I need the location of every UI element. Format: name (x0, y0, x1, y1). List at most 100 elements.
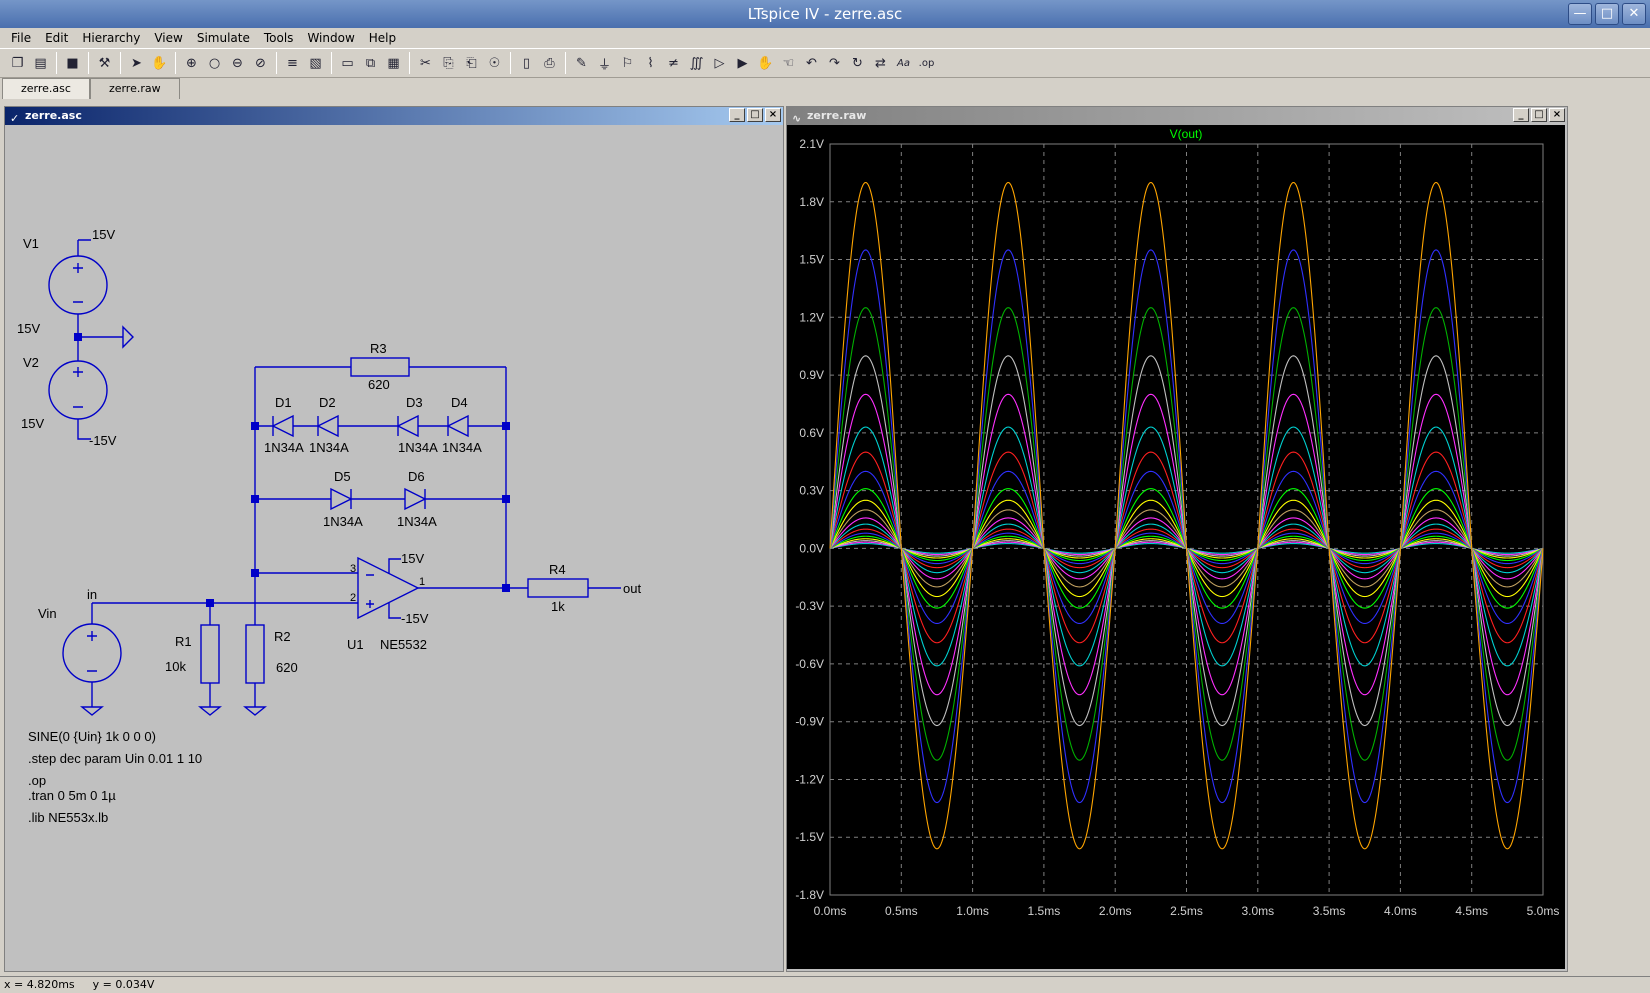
waveform-close-button[interactable]: × (1549, 108, 1565, 122)
op-directive[interactable]: .op (28, 773, 46, 788)
save-icon[interactable]: ■ (66, 55, 79, 71)
source-directive[interactable]: SINE(0 {Uin} 1k 0 0 0) (28, 729, 156, 744)
menu-edit[interactable]: Edit (45, 31, 69, 45)
trace-label-vout[interactable]: V(out) (1170, 127, 1203, 141)
v1-pos-node: 15V (92, 227, 115, 242)
autorange-icon[interactable]: ≡ (287, 55, 298, 71)
zoom-fit-icon[interactable]: ⊘ (255, 55, 266, 71)
page-setup-icon[interactable]: ▯ (522, 55, 531, 71)
resistor-icon[interactable]: ⌇ (647, 55, 654, 71)
copy-icon[interactable]: ⎘ (443, 55, 454, 71)
schematic-minimize-button[interactable]: _ (729, 108, 745, 122)
d4-model: 1N34A (442, 440, 482, 455)
d5-model: 1N34A (323, 514, 363, 529)
find-icon[interactable]: ☉ (488, 55, 501, 71)
d2-label: D2 (319, 395, 336, 410)
menu-file[interactable]: File (11, 31, 32, 45)
drag-icon[interactable]: ☜ (782, 55, 795, 71)
zoom-back-icon[interactable]: ▧ (309, 55, 322, 71)
window-title: LTspice IV - zerre.asc (747, 5, 903, 23)
out-node-label: out (623, 581, 641, 596)
opamp-pin1: 1 (419, 576, 425, 588)
menu-window[interactable]: Window (307, 31, 355, 45)
rotate-icon[interactable]: ↻ (852, 55, 863, 71)
in-node-label: in (87, 587, 97, 602)
y-tick-labels: 2.1V1.8V1.5V1.2V0.9V0.6V0.3V0.0V-0.3V-0.… (795, 137, 824, 902)
zoom-area-icon[interactable]: ○ (208, 55, 221, 71)
tile-icon[interactable]: ▦ (387, 55, 400, 71)
tran-directive[interactable]: .tran 0 5m 0 1µ (28, 788, 116, 803)
maximize-button[interactable]: □ (1595, 3, 1619, 25)
v2-label: V2 (23, 355, 39, 370)
x-tick-label: 5.0ms (1527, 904, 1560, 918)
r1-label: R1 (175, 634, 192, 649)
waveform-minimize-button[interactable]: _ (1513, 108, 1529, 122)
waveform-plot[interactable]: 2.1V1.8V1.5V1.2V0.9V0.6V0.3V0.0V-0.3V-0.… (787, 125, 1565, 969)
ground-icon[interactable]: ⏚ (597, 57, 611, 73)
toolbar-separator (88, 52, 89, 74)
toolbar-separator (276, 52, 277, 74)
run-icon[interactable]: ➤ (131, 55, 142, 71)
y-tick-label: -0.9V (795, 715, 824, 729)
opamp-neg-supply: -15V (401, 611, 429, 626)
plot-grid (829, 143, 1544, 896)
schematic-window-title: zerre.asc (25, 109, 82, 122)
cascade-icon[interactable]: ⧉ (365, 55, 376, 71)
paste-icon[interactable]: ⎗ (466, 55, 477, 71)
trace-series (829, 181, 1544, 850)
y-tick-label: 0.0V (799, 541, 824, 555)
move-icon[interactable]: ✋ (757, 55, 774, 71)
control-panel-icon[interactable]: ⚒ (98, 55, 111, 71)
schematic-canvas[interactable]: V1 15V 15V V2 15V -15V R3 620 D1 D2 D3 D… (5, 125, 781, 969)
d1-model: 1N34A (264, 440, 304, 455)
open-icon[interactable]: ▤ (34, 55, 47, 71)
new-schematic-icon[interactable]: ❐ (11, 55, 24, 71)
menu-simulate[interactable]: Simulate (196, 31, 250, 45)
schematic-close-button[interactable]: × (765, 108, 781, 122)
label-icon[interactable]: ⚐ (621, 55, 634, 71)
waveform-maximize-button[interactable]: □ (1531, 108, 1547, 122)
lib-directive[interactable]: .lib NE553x.lb (28, 810, 108, 825)
halt-icon[interactable]: ✋ (151, 55, 168, 71)
r3-value: 620 (368, 377, 390, 392)
menu-hierarchy[interactable]: Hierarchy (82, 31, 141, 45)
close-button[interactable]: ✕ (1622, 3, 1646, 25)
x-tick-label: 2.5ms (1170, 904, 1203, 918)
inductor-icon[interactable]: ∭ (689, 55, 704, 71)
x-tick-label: 1.0ms (956, 904, 989, 918)
toolbar-separator (565, 52, 566, 74)
text-icon[interactable]: Aa (897, 57, 910, 69)
step-directive[interactable]: .step dec param Uin 0.01 1 10 (28, 751, 202, 766)
component-icon[interactable]: ▶ (737, 55, 748, 71)
menu-tools[interactable]: Tools (263, 31, 294, 45)
zoom-in-icon[interactable]: ⊕ (186, 55, 197, 71)
r4-value: 1k (551, 599, 565, 614)
y-tick-label: 0.6V (799, 426, 824, 440)
x-tick-label: 4.5ms (1455, 904, 1488, 918)
x-tick-label: 3.0ms (1241, 904, 1274, 918)
u1-label: U1 (347, 637, 364, 652)
capacitor-icon[interactable]: ≠ (668, 55, 679, 71)
print-icon[interactable]: ⎙ (544, 55, 555, 71)
tile-horizontal-icon[interactable]: ▭ (341, 55, 354, 71)
mirror-icon[interactable]: ⇄ (875, 55, 886, 71)
schematic-window: ✓ zerre.asc _ □ × (4, 106, 784, 972)
minimize-button[interactable]: — (1568, 3, 1592, 25)
tab-zerre-raw[interactable]: zerre.raw (89, 78, 180, 99)
document-tabs: zerre.asc zerre.raw (0, 78, 1650, 100)
spice-directive-icon[interactable]: .op (918, 57, 935, 69)
tab-zerre-asc[interactable]: zerre.asc (2, 78, 90, 99)
menu-view[interactable]: View (154, 31, 183, 45)
y-tick-label: -1.5V (795, 830, 824, 844)
zoom-out-icon[interactable]: ⊖ (232, 55, 243, 71)
schematic-maximize-button[interactable]: □ (747, 108, 763, 122)
menu-help[interactable]: Help (368, 31, 397, 45)
y-tick-label: -0.6V (795, 657, 824, 671)
wire-icon[interactable]: ✎ (576, 55, 587, 71)
undo-icon[interactable]: ↶ (806, 55, 817, 71)
waveform-window-title: zerre.raw (807, 109, 867, 122)
redo-icon[interactable]: ↷ (829, 55, 840, 71)
diode-icon[interactable]: ▷ (714, 55, 725, 71)
cut-icon[interactable]: ✂ (420, 55, 431, 71)
